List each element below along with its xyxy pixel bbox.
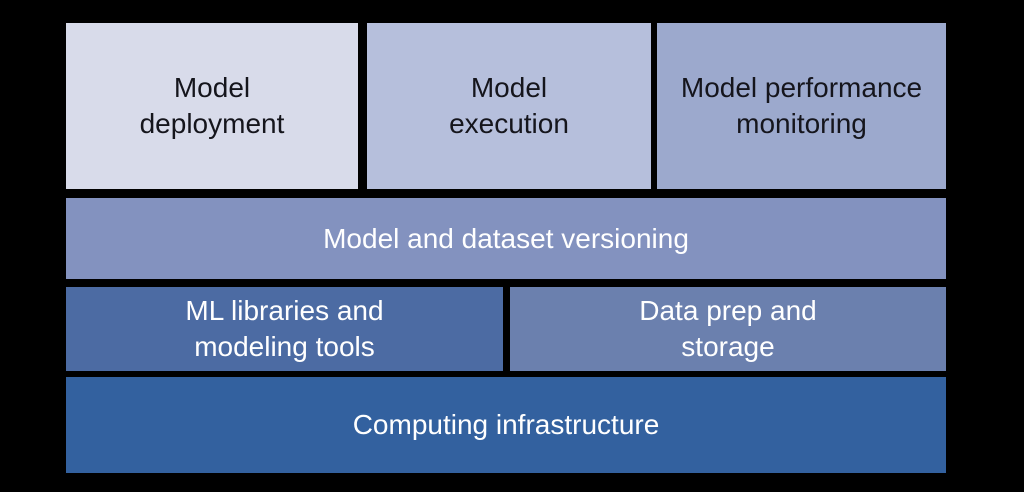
box-computing-infrastructure: Computing infrastructure <box>66 377 946 473</box>
box-model-deployment: Model deployment <box>66 23 358 189</box>
box-ml-libraries-modeling-tools-label: ML libraries and modeling tools <box>185 295 384 362</box>
box-ml-libraries-modeling-tools: ML libraries and modeling tools <box>66 287 503 371</box>
box-model-dataset-versioning-label: Model and dataset versioning <box>323 222 689 254</box>
ml-stack-diagram: Model deployment Model execution Model p… <box>66 23 946 473</box>
box-model-dataset-versioning: Model and dataset versioning <box>66 198 946 279</box>
box-data-prep-storage: Data prep and storage <box>510 287 946 371</box>
tools-row: ML libraries and modeling tools Data pre… <box>66 287 946 371</box>
box-model-deployment-label: Model deployment <box>139 72 285 139</box>
infrastructure-row: Computing infrastructure <box>66 377 946 473</box>
box-model-execution-label: Model execution <box>449 72 569 139</box>
box-model-performance-monitoring-label: Model performance monitoring <box>680 72 923 139</box>
box-data-prep-storage-label: Data prep and storage <box>639 295 817 362</box>
box-computing-infrastructure-label: Computing infrastructure <box>352 409 660 440</box>
box-model-performance-monitoring: Model performance monitoring <box>657 23 946 189</box>
top-row: Model deployment Model execution Model p… <box>66 23 946 189</box>
box-model-execution: Model execution <box>367 23 651 189</box>
versioning-row: Model and dataset versioning <box>66 198 946 279</box>
